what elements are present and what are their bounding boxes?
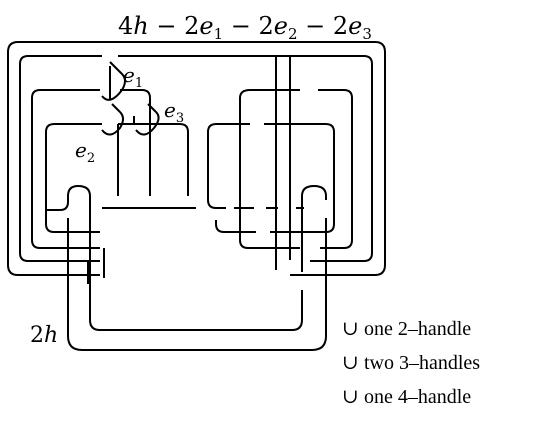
label-e3: e3 (164, 98, 184, 126)
clasp-e2 (101, 103, 124, 196)
clasp-e1 (101, 61, 126, 101)
big-component (7, 41, 386, 351)
legend-item-4-handle: ∪one 4–handle (342, 386, 472, 408)
union-symbol: ∪ (342, 386, 359, 408)
clasp-e3 (133, 103, 160, 196)
label-e2: e2 (75, 138, 95, 166)
union-symbol: ∪ (342, 352, 359, 374)
legend-item-2-handle: ∪one 2–handle (342, 318, 472, 340)
framing-label-top: 4h − 2e1 − 2e2 − 2e3 (118, 12, 372, 43)
legend-item-3-handles: ∪two 3–handles (342, 352, 481, 374)
framing-label-2h: 2h (30, 323, 58, 348)
label-e1: e1 (123, 63, 143, 91)
union-symbol: ∪ (342, 318, 359, 340)
